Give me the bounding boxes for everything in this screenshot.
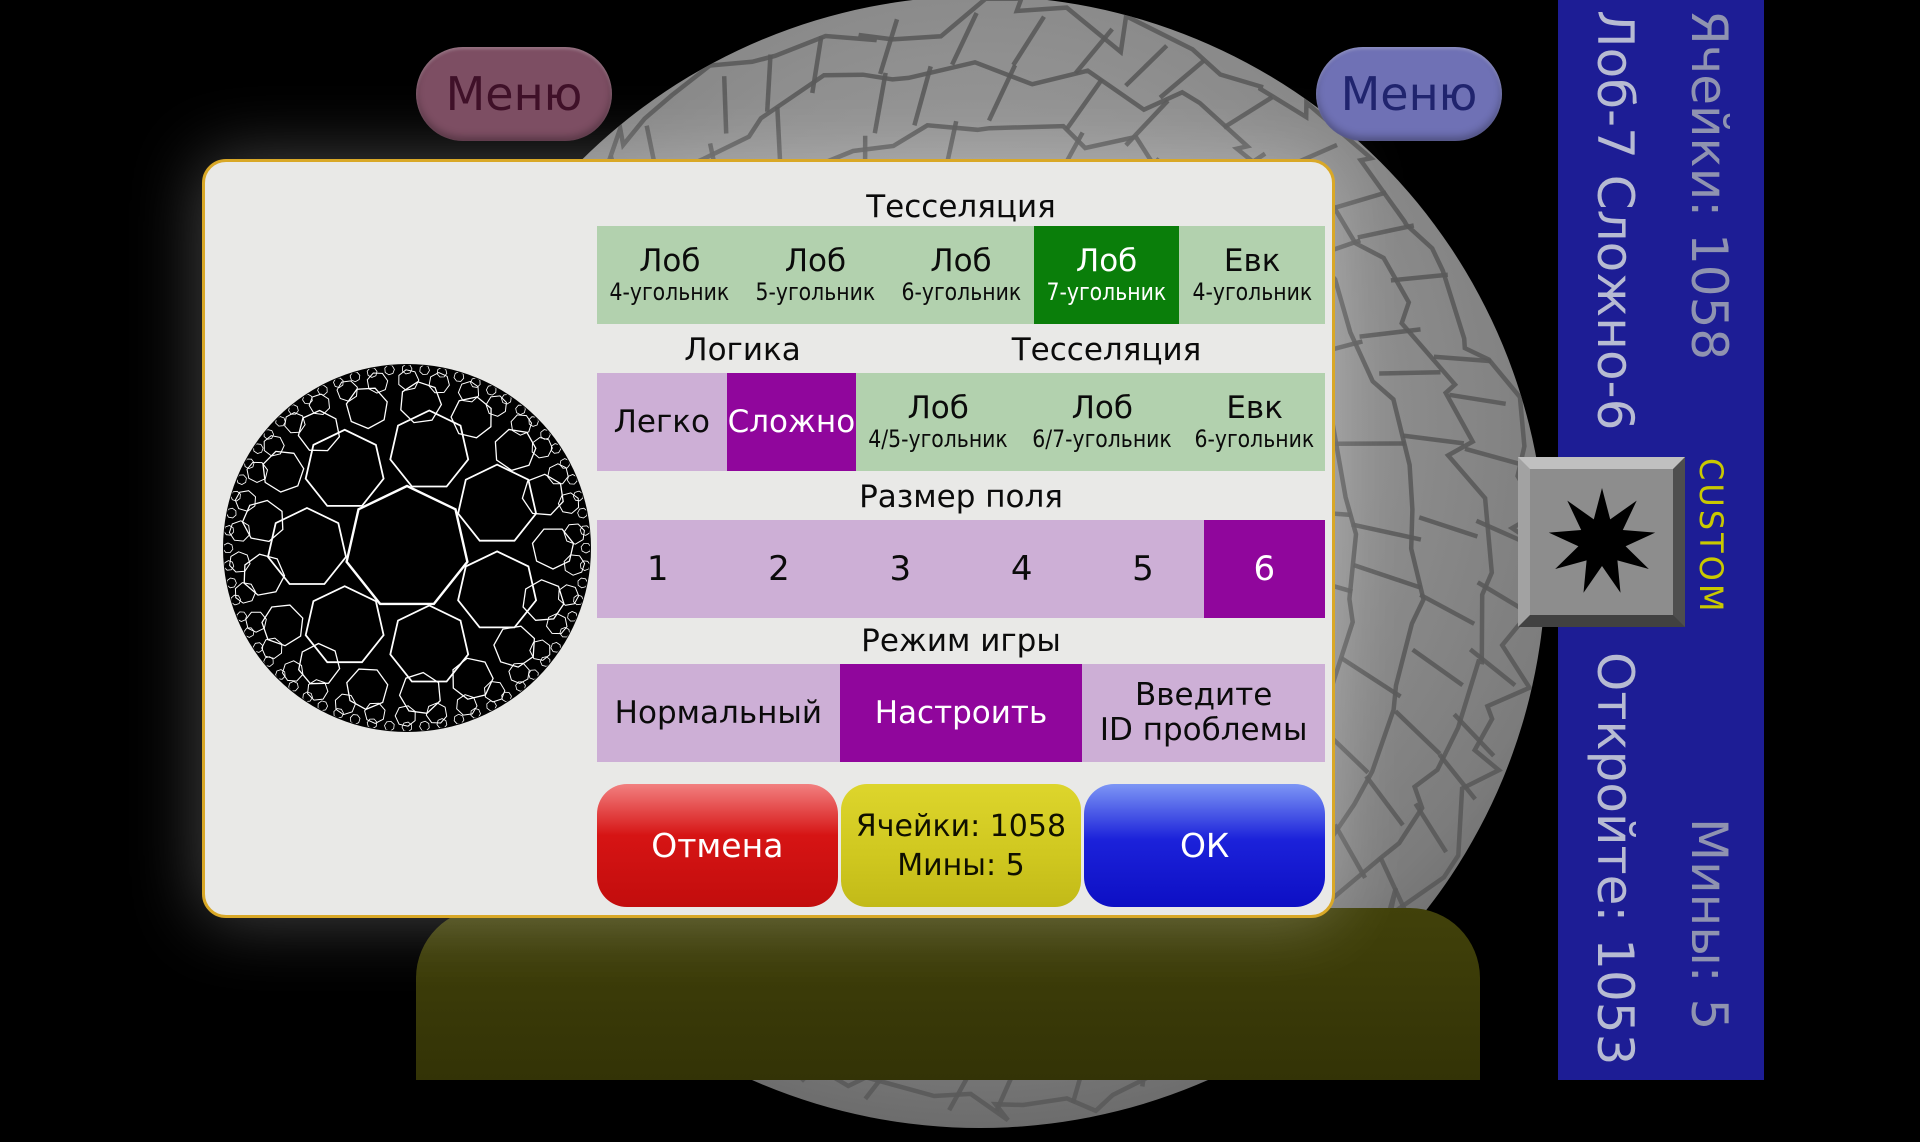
status-open-text: Откройте: 1053 bbox=[1586, 652, 1644, 1065]
option-label: Сложно bbox=[728, 405, 856, 440]
stats-button[interactable]: Ячейки: 1058 Мины: 5 bbox=[841, 784, 1082, 907]
option-euc-4gon[interactable]: Евк 4-угольник bbox=[1179, 226, 1325, 324]
option-label-line2: ID проблемы bbox=[1100, 713, 1308, 748]
option-label-line2: 4-угольник bbox=[1192, 279, 1312, 306]
custom-star-button[interactable] bbox=[1518, 457, 1685, 627]
size-option-3[interactable]: 3 bbox=[840, 520, 961, 618]
size-label: 5 bbox=[1132, 550, 1154, 588]
option-label-line2: 6/7-угольник bbox=[1033, 426, 1172, 453]
star-icon bbox=[1542, 480, 1662, 604]
dialog-actions-row: Отмена Ячейки: 1058 Мины: 5 ОК bbox=[597, 784, 1325, 907]
cancel-label: Отмена bbox=[651, 826, 783, 865]
option-easy[interactable]: Легко bbox=[597, 373, 727, 471]
option-label-line2: 6-угольник bbox=[1195, 426, 1315, 453]
size-label: 3 bbox=[890, 550, 912, 588]
mode-option-normal[interactable]: Нормальный bbox=[597, 664, 840, 762]
status-mines-text: Мины: 5 bbox=[1680, 818, 1738, 1030]
size-option-2[interactable]: 2 bbox=[718, 520, 839, 618]
option-hard-selected[interactable]: Сложно bbox=[727, 373, 857, 471]
option-label-line1: Лоб bbox=[1076, 244, 1137, 279]
option-label-line1: Евк bbox=[1224, 244, 1281, 279]
game-settings-dialog: Тесселяция Лоб 4-угольник Лоб 5-угольник… bbox=[202, 159, 1335, 918]
tessellation-options-row: Лоб 4-угольник Лоб 5-угольник Лоб 6-угол… bbox=[597, 226, 1325, 324]
menu-right-label: Меню bbox=[1341, 67, 1478, 121]
size-option-1[interactable]: 1 bbox=[597, 520, 718, 618]
size-option-6-selected[interactable]: 6 bbox=[1204, 520, 1325, 618]
option-lob-67gon[interactable]: Лоб 6/7-угольник bbox=[1020, 373, 1184, 471]
option-label-line1: Лоб bbox=[639, 244, 700, 279]
logic-and-tessellation2-row: Легко Сложно Лоб 4/5-угольник Лоб 6/7-уг… bbox=[597, 373, 1325, 471]
mode-option-problem-id[interactable]: Введите ID проблемы bbox=[1082, 664, 1325, 762]
option-lob-6gon[interactable]: Лоб 6-угольник bbox=[888, 226, 1034, 324]
ok-button[interactable]: ОК bbox=[1084, 784, 1325, 907]
status-cells-text: Ячейки: 1058 bbox=[1680, 10, 1738, 360]
option-label-line1: Введите bbox=[1135, 678, 1272, 713]
status-custom-text: CUSTOM bbox=[1692, 458, 1730, 614]
size-label: 6 bbox=[1254, 550, 1276, 588]
mode-option-custom-selected[interactable]: Настроить bbox=[840, 664, 1083, 762]
menu-left-label: Меню bbox=[446, 67, 583, 121]
option-euc-6gon[interactable]: Евк 6-угольник bbox=[1184, 373, 1325, 471]
cancel-button[interactable]: Отмена bbox=[597, 784, 838, 907]
option-lob-7gon-selected[interactable]: Лоб 7-угольник bbox=[1034, 226, 1180, 324]
stage: Тесселяция Лоб 4-угольник Лоб 5-угольник… bbox=[0, 0, 1920, 1080]
size-label: 1 bbox=[647, 550, 669, 588]
option-label: Настроить bbox=[875, 696, 1048, 731]
option-label-line2: 4-угольник bbox=[610, 279, 730, 306]
ok-label: ОК bbox=[1180, 826, 1229, 865]
stats-mines: Мины: 5 bbox=[897, 846, 1024, 885]
size-option-4[interactable]: 4 bbox=[961, 520, 1082, 618]
tessellation2-section-title: Тесселяция bbox=[888, 332, 1325, 368]
option-label-line1: Лоб bbox=[785, 244, 846, 279]
size-label: 2 bbox=[768, 550, 790, 588]
logic-section-title: Логика bbox=[597, 332, 888, 368]
option-label-line1: Лоб bbox=[930, 244, 991, 279]
stats-cells: Ячейки: 1058 bbox=[856, 807, 1066, 846]
menu-button-left[interactable]: Меню bbox=[416, 47, 612, 141]
size-label: 4 bbox=[1011, 550, 1033, 588]
tessellation-section-title: Тесселяция bbox=[597, 189, 1325, 225]
size-option-5[interactable]: 5 bbox=[1082, 520, 1203, 618]
game-mode-row: Нормальный Настроить Введите ID проблемы bbox=[597, 664, 1325, 762]
option-label-line2: 7-угольник bbox=[1047, 279, 1167, 306]
option-label-line1: Лоб bbox=[1072, 391, 1133, 426]
option-label-line2: 6-угольник bbox=[901, 279, 1021, 306]
field-size-section-title: Размер поля bbox=[597, 479, 1325, 515]
menu-button-right[interactable]: Меню bbox=[1316, 47, 1502, 141]
bottom-olive-glow bbox=[416, 908, 1480, 1080]
option-label-line1: Лоб bbox=[908, 391, 969, 426]
status-mode-text: Лоб-7 Сложно-6 bbox=[1586, 10, 1644, 430]
option-lob-45gon[interactable]: Лоб 4/5-угольник bbox=[856, 373, 1020, 471]
option-label: Легко bbox=[614, 405, 710, 440]
field-size-row: 1 2 3 4 5 6 bbox=[597, 520, 1325, 618]
preview-disk bbox=[223, 364, 591, 732]
tessellation-preview bbox=[217, 358, 597, 738]
option-label-line2: 5-угольник bbox=[756, 279, 876, 306]
option-lob-4gon[interactable]: Лоб 4-угольник bbox=[597, 226, 743, 324]
option-label-line2: 4/5-угольник bbox=[868, 426, 1007, 453]
game-mode-section-title: Режим игры bbox=[597, 623, 1325, 659]
option-lob-5gon[interactable]: Лоб 5-угольник bbox=[743, 226, 889, 324]
option-label-line1: Евк bbox=[1226, 391, 1283, 426]
option-label: Нормальный bbox=[615, 696, 822, 731]
